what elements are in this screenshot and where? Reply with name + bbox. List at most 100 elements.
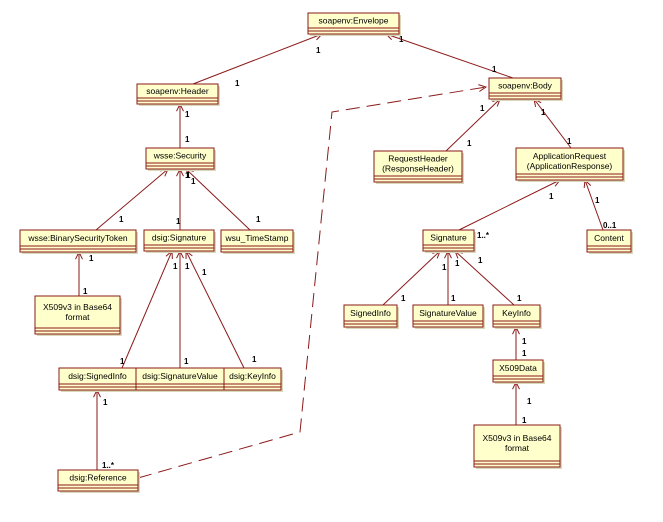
class-label: ApplicationRequest xyxy=(533,151,607,161)
class-keyinfo: dsig:KeyInfo xyxy=(223,367,283,392)
association-timestamp-to-security xyxy=(185,168,251,231)
association-signaturevalue-to-dsig-signature xyxy=(176,249,184,368)
multiplicity-from: 1 xyxy=(83,287,88,296)
class-label: SignedInfo xyxy=(350,308,391,318)
association-content-to-app-request xyxy=(583,178,604,231)
association-bst-to-security xyxy=(95,168,169,231)
multiplicity-to: 1 xyxy=(541,108,546,117)
class-x509data: X509Data xyxy=(492,359,545,384)
class-label: dsig:SignatureValue xyxy=(142,371,218,381)
class-label: dsig:SignedInfo xyxy=(68,371,127,381)
class-label: dsig:Signature xyxy=(152,233,207,243)
class-label: (ApplicationResponse) xyxy=(527,161,613,171)
class-bst: wsse:BinarySecurityToken xyxy=(19,229,138,254)
class-label: Content xyxy=(594,233,624,243)
class-signature-r: Signature xyxy=(422,229,476,253)
association-reference-to-body xyxy=(137,84,488,479)
multiplicity-to: 1 xyxy=(185,171,190,180)
class-label: dsig:Reference xyxy=(69,473,126,483)
multiplicity-from: 0..1 xyxy=(603,221,617,230)
multiplicity-to: 1 xyxy=(595,196,600,205)
multiplicity-from: 1 xyxy=(517,294,522,303)
multiplicity-to: 1 xyxy=(103,398,108,407)
multiplicity-to: 1 xyxy=(522,337,527,346)
class-label: X509v3 in Base64 xyxy=(43,302,112,312)
multiplicity-to: 1 xyxy=(549,192,554,201)
class-label: format xyxy=(505,443,530,453)
class-label: (ResponseHeader) xyxy=(382,164,454,174)
multiplicity-from: 1..* xyxy=(477,231,490,240)
association-x509-right-to-x509data xyxy=(512,380,520,425)
class-signaturevalue-r: SignatureValue xyxy=(412,304,485,329)
association-x509-left-to-bst xyxy=(75,250,83,296)
multiplicity-to: 1 xyxy=(186,171,191,180)
class-label: KeyInfo xyxy=(502,308,531,318)
multiplicity-to: 1 xyxy=(89,254,94,263)
class-envelope: soapenv:Envelope xyxy=(307,12,401,36)
multiplicities: 111111111111111111111..*111111..*10..111… xyxy=(83,35,617,470)
association-keyinfo-to-dsig-signature xyxy=(185,249,245,369)
association-reference-to-signedinfo xyxy=(93,388,101,470)
class-label: wsse:BinarySecurityToken xyxy=(27,233,127,243)
multiplicity-from: 1 xyxy=(235,79,240,88)
class-dsig-signature: dsig:Signature xyxy=(143,229,216,253)
class-label: X509Data xyxy=(499,363,537,373)
class-app-request: ApplicationRequest(ApplicationResponse) xyxy=(515,147,625,182)
multiplicity-to: 1 xyxy=(442,263,447,272)
association-signedinfo-r-to-signature-r xyxy=(382,250,441,306)
class-timestamp: wsu_TimeStamp xyxy=(220,229,295,254)
multiplicity-from: 1 xyxy=(567,137,572,146)
class-label: wsu_TimeStamp xyxy=(225,233,289,243)
class-label: soapenv:Body xyxy=(498,81,553,91)
association-x509data-to-keyinfo-r xyxy=(512,325,520,360)
class-label: X509v3 in Base64 xyxy=(483,433,552,443)
class-label: wsse:Security xyxy=(153,151,207,161)
multiplicity-to: 1 xyxy=(480,104,485,113)
association-keyinfo-r-to-signature-r xyxy=(454,250,515,306)
multiplicity-from: 1 xyxy=(492,65,497,74)
multiplicity-to: 1 xyxy=(527,397,532,406)
multiplicity-from: 1 xyxy=(119,215,124,224)
multiplicity-to: 1 xyxy=(185,110,190,119)
classes: soapenv:Envelope soapenv:Header soapenv:Bo… xyxy=(19,12,633,493)
multiplicity-from: 1 xyxy=(184,357,189,366)
class-signaturevalue: dsig:SignatureValue xyxy=(135,367,226,392)
class-label: SignatureValue xyxy=(419,308,477,318)
multiplicity-to: 1 xyxy=(455,259,460,268)
class-security: wsse:Security xyxy=(145,147,216,171)
association-security-to-header xyxy=(176,102,184,148)
multiplicity-from: 1 xyxy=(467,139,472,148)
multiplicity-from: 1 xyxy=(120,357,125,366)
class-signedinfo: dsig:SignedInfo xyxy=(58,367,138,392)
multiplicity-from: 1 xyxy=(252,355,257,364)
class-label: dsig:KeyInfo xyxy=(229,371,276,381)
class-body: soapenv:Body xyxy=(488,77,563,101)
class-label: soapenv:Header xyxy=(146,86,209,96)
class-keyinfo-r: KeyInfo xyxy=(492,304,542,329)
multiplicity-to: 1 xyxy=(316,46,321,55)
association-signature-r-to-app-request xyxy=(458,179,562,231)
multiplicity-to: 1 xyxy=(478,256,483,265)
class-content: Content xyxy=(586,229,633,254)
multiplicity-from: 1 xyxy=(451,294,456,303)
multiplicity-to: 1 xyxy=(185,262,190,271)
multiplicity-to: 1 xyxy=(399,35,404,44)
association-signedinfo-to-dsig-signature xyxy=(121,249,173,369)
association-app-request-to-body xyxy=(533,98,572,149)
multiplicity-to: 1 xyxy=(202,268,207,277)
class-label: Signature xyxy=(430,233,467,243)
multiplicity-to: 1 xyxy=(173,262,178,271)
class-header: soapenv:Header xyxy=(136,83,220,106)
class-label: RequestHeader xyxy=(388,154,448,164)
class-request-header: RequestHeader(ResponseHeader) xyxy=(373,150,464,184)
class-reference: dsig:Reference xyxy=(57,469,140,493)
multiplicity-from: 1 xyxy=(401,294,406,303)
class-label: soapenv:Envelope xyxy=(319,16,389,26)
multiplicity-from: 1 xyxy=(522,416,527,425)
association-header-to-envelope xyxy=(192,32,324,85)
multiplicity-from: 1..* xyxy=(102,461,115,470)
multiplicity-from: 1 xyxy=(256,215,261,224)
